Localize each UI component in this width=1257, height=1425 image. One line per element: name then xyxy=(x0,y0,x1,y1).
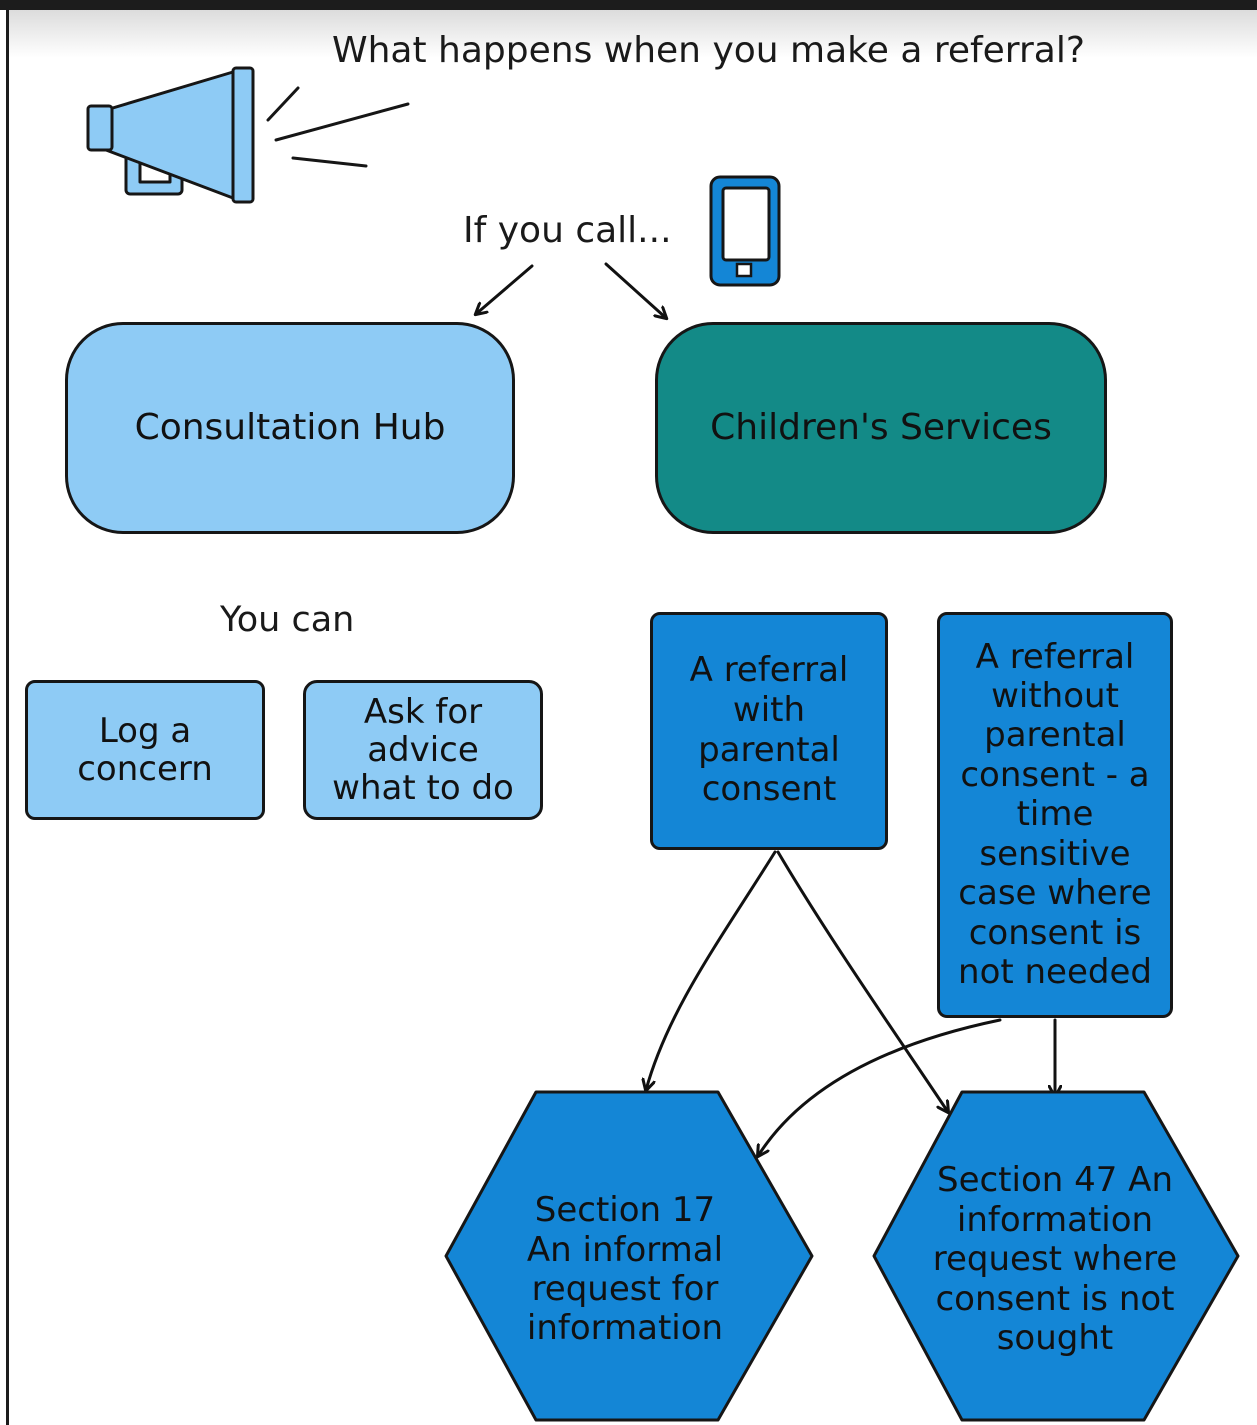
section47-line: request where xyxy=(932,1239,1178,1280)
ask-advice-line: Ask for xyxy=(363,691,483,732)
consultation-hub-label: Consultation Hub xyxy=(134,406,446,448)
section47-label: Section 47 An information request where … xyxy=(895,1140,1215,1380)
childrens-services-label: Children's Services xyxy=(710,406,1052,448)
connector-without-to-s17 xyxy=(758,1018,1002,1156)
call-arrows xyxy=(476,262,666,318)
if-you-call-label: If you call... xyxy=(463,210,672,251)
consultation-hub-node: Consultation Hub xyxy=(65,322,515,534)
arrow-to-childrens-services xyxy=(604,262,666,318)
section17-line: Section 17 xyxy=(534,1190,716,1231)
with-consent-line: parental xyxy=(698,729,840,770)
without-consent-line: time xyxy=(1016,794,1094,835)
megaphone-icon xyxy=(86,66,410,204)
without-consent-line: consent - a xyxy=(960,754,1150,795)
section47-line: consent is not xyxy=(935,1278,1175,1319)
section47-line: Section 47 An xyxy=(936,1160,1173,1201)
section17-label: Section 17 An informal request for infor… xyxy=(470,1150,780,1390)
without-consent-line: sensitive xyxy=(979,833,1131,874)
section47-hexagon xyxy=(872,1090,1240,1422)
log-concern-line: Log a xyxy=(98,710,192,751)
arrow-to-hub xyxy=(476,264,534,314)
frame-top-edge xyxy=(0,0,1257,10)
referral-with-consent-node: A referral with parental consent xyxy=(650,612,888,850)
log-concern-node: Log a concern xyxy=(25,680,265,820)
connector-with-to-s17 xyxy=(646,850,777,1090)
with-consent-line: A referral xyxy=(689,650,849,690)
without-consent-line: A referral xyxy=(975,636,1135,677)
frame-left-edge xyxy=(6,10,9,1425)
section17-hexagon xyxy=(444,1090,814,1422)
phone-icon xyxy=(709,175,781,287)
you-can-label: You can xyxy=(220,600,355,640)
diagram-title: What happens when you make a referral? xyxy=(332,30,1085,71)
connector-with-to-s47 xyxy=(776,850,948,1112)
ask-advice-line: advice xyxy=(367,729,479,770)
childrens-services-node: Children's Services xyxy=(655,322,1107,534)
section17-line: request for xyxy=(531,1269,719,1309)
without-consent-line: not needed xyxy=(958,952,1152,993)
referral-without-consent-node: A referral without parental consent - a … xyxy=(937,612,1173,1018)
section17-line: An informal xyxy=(526,1229,724,1270)
without-consent-line: case where xyxy=(958,873,1152,914)
without-consent-line: consent is xyxy=(968,912,1142,953)
section-connectors xyxy=(646,850,1055,1156)
with-consent-line: consent xyxy=(701,769,837,810)
without-consent-line: without xyxy=(991,675,1119,716)
section47-line: information xyxy=(956,1199,1154,1240)
section17-line: information xyxy=(526,1308,724,1349)
log-concern-line: concern xyxy=(77,749,213,789)
ask-advice-line: what to do xyxy=(332,768,514,809)
section47-line: sought xyxy=(996,1318,1114,1359)
frame-shade xyxy=(9,10,1257,58)
without-consent-line: parental xyxy=(984,715,1126,756)
ask-advice-node: Ask for advice what to do xyxy=(303,680,543,820)
with-consent-line: with xyxy=(732,689,806,730)
